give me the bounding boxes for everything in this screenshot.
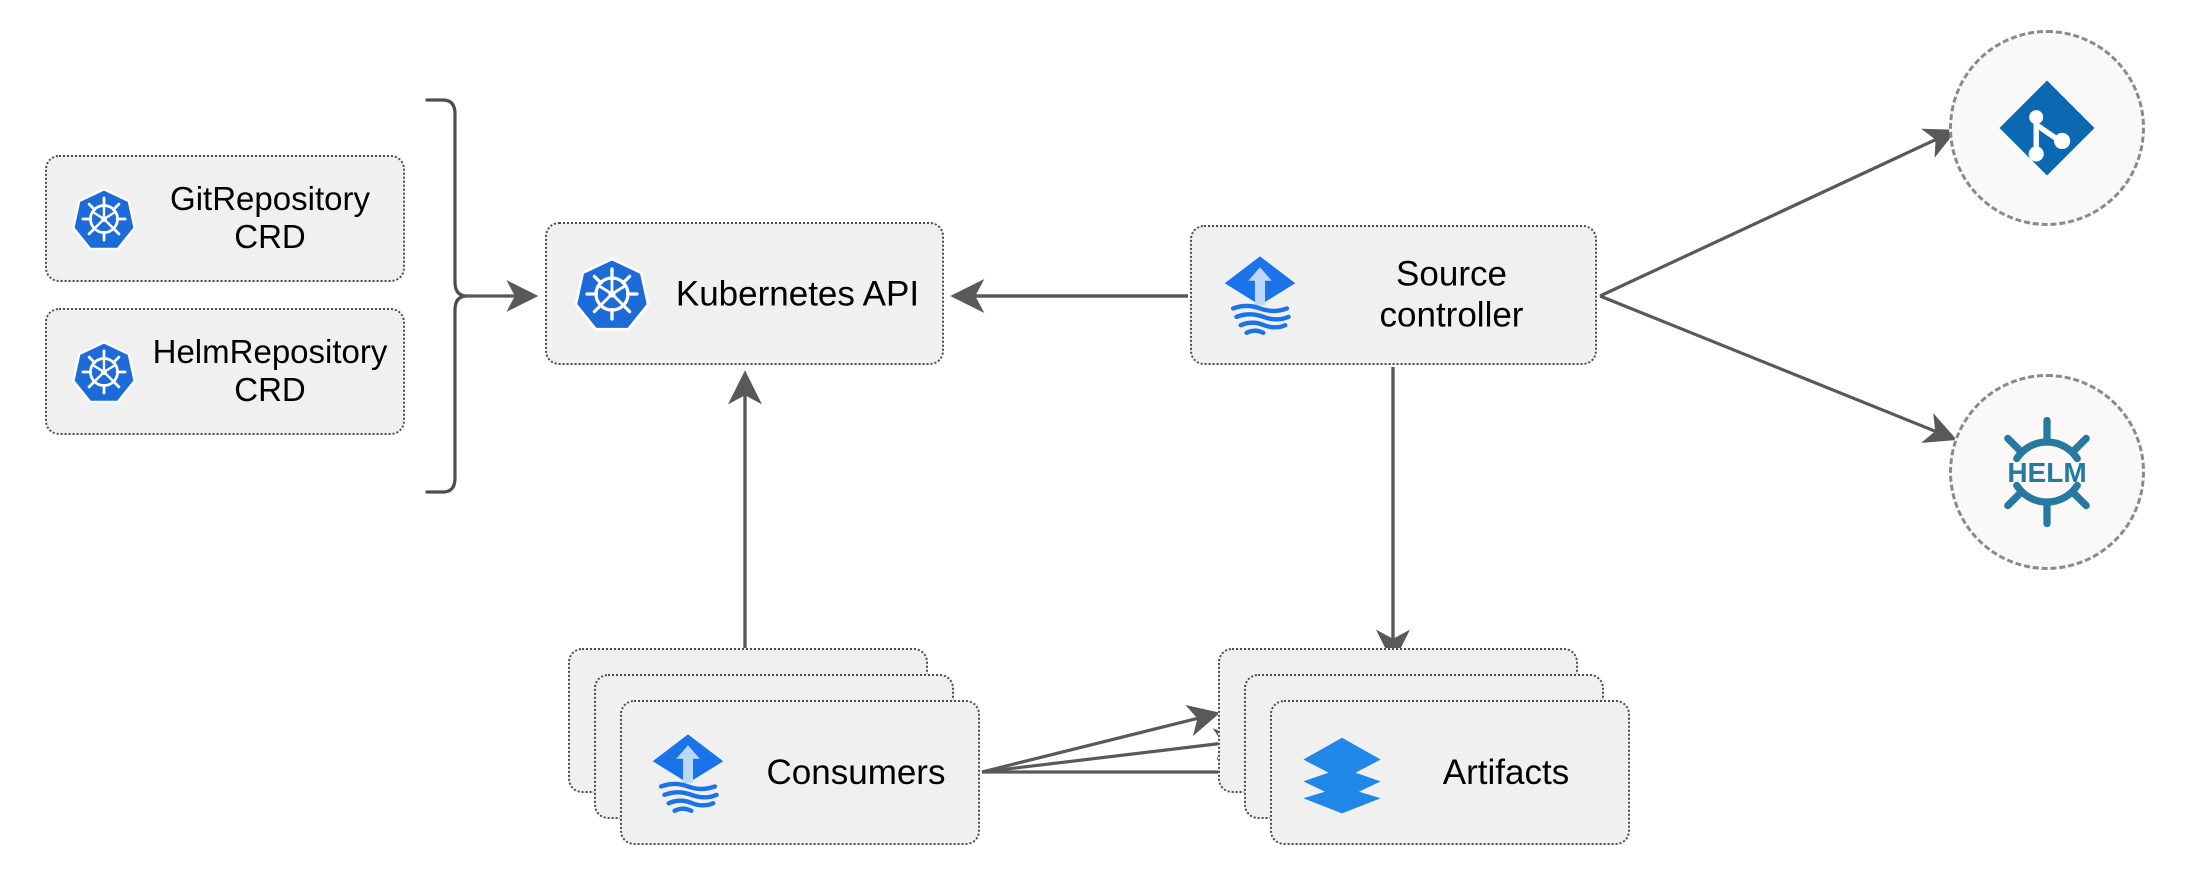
node-helmrepository-crd[interactable]: HelmRepository CRD	[45, 308, 405, 435]
kubernetes-icon	[71, 186, 137, 252]
node-consumers-label: Consumers	[766, 752, 946, 792]
consumers-stack-front[interactable]: Consumers	[620, 700, 980, 845]
node-kubernetes-api[interactable]: Kubernetes API	[545, 222, 944, 365]
artifacts-stack-front[interactable]: Artifacts	[1270, 700, 1630, 845]
node-git-repository-external[interactable]	[1949, 30, 2145, 226]
helm-icon	[1991, 416, 2103, 528]
flux-icon	[646, 731, 730, 815]
node-gitrepository-crd[interactable]: GitRepository CRD	[45, 155, 405, 282]
crd-group-brace	[425, 98, 469, 494]
edge-source-controller-to-helm	[1599, 294, 1957, 443]
kubernetes-icon	[573, 255, 651, 333]
edge-consumers-to-artifacts-back	[981, 704, 1221, 774]
layers-icon	[1296, 731, 1388, 815]
node-helm-repository-external[interactable]	[1949, 374, 2145, 570]
node-helmrepository-crd-label: HelmRepository CRD	[152, 332, 388, 409]
edge-consumers-to-artifacts-mid	[981, 728, 1247, 774]
node-source-controller[interactable]: Source controller	[1190, 225, 1597, 365]
node-kubernetes-api-label: Kubernetes API	[675, 273, 920, 313]
node-source-controller-label: Source controller	[1379, 254, 1524, 335]
edge-source-controller-to-git	[1599, 128, 1957, 298]
git-icon	[1993, 74, 2101, 182]
node-artifacts-label: Artifacts	[1442, 752, 1570, 792]
flux-icon	[1218, 253, 1302, 337]
node-gitrepository-crd-label: GitRepository CRD	[170, 179, 370, 256]
kubernetes-icon	[71, 339, 137, 405]
